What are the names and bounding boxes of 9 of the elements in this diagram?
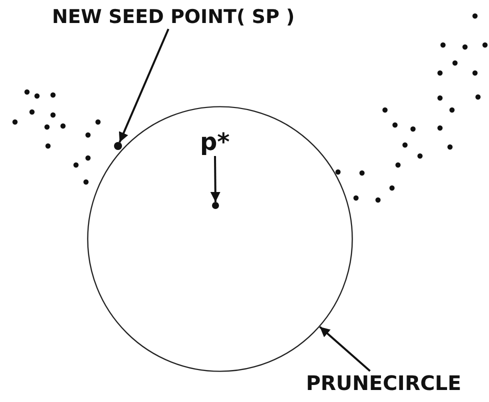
point-marker xyxy=(114,142,122,150)
arrow xyxy=(319,326,371,372)
annotation-label: NEW SEED POINT( SP ) xyxy=(52,8,295,27)
arrow xyxy=(118,28,170,143)
annotation-label: p* xyxy=(200,130,230,154)
prune-circle xyxy=(87,106,353,372)
arrow xyxy=(210,156,220,202)
annotation-label: PRUNECIRCLE xyxy=(306,373,462,393)
point-marker xyxy=(212,202,219,209)
